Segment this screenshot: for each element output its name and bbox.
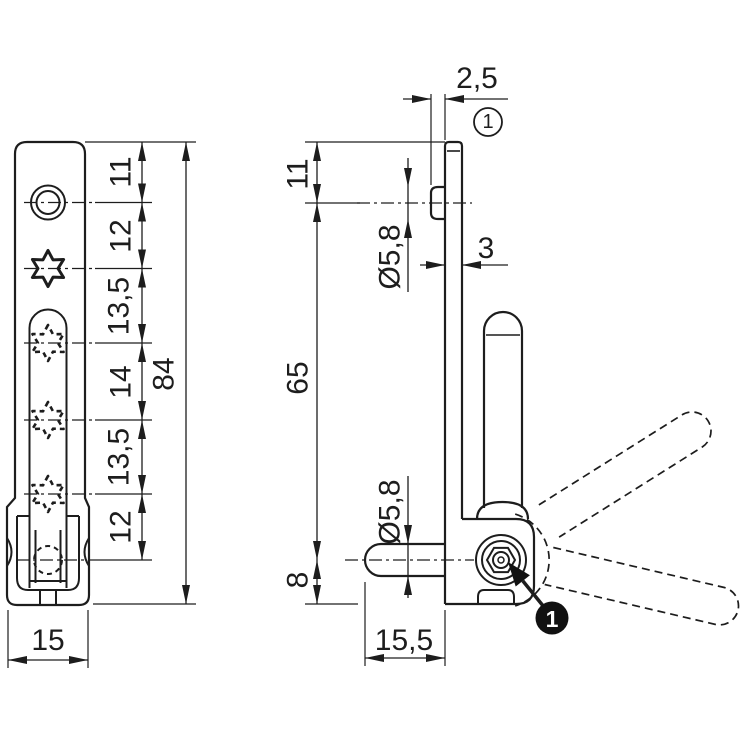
rivet-diameter-label: Ø5,8 xyxy=(374,224,407,289)
side-extension-lines xyxy=(305,94,446,666)
phantom-position-lower xyxy=(544,546,740,626)
detail-circle-label: 1 xyxy=(482,111,493,133)
bracket-body xyxy=(5,140,91,607)
dim-11-label: 11 xyxy=(105,156,138,187)
pivot-hex-nut xyxy=(485,546,517,574)
foot-side-notches xyxy=(6,537,90,567)
phantom-swing-arc xyxy=(514,513,551,607)
pivot-ring-outer xyxy=(475,534,527,586)
bracket-outline xyxy=(5,140,91,607)
pivot-center-dot xyxy=(497,556,505,564)
item-callout: 1 xyxy=(508,562,569,635)
side-view: 1 1 2,5 11 Ø5,8 3 65 Ø5,8 8 15,5 xyxy=(282,62,740,666)
dim-135a-label: 13,5 xyxy=(103,277,136,335)
lever-boss-arc xyxy=(475,500,530,520)
pivot-ring-inner xyxy=(492,551,510,569)
housing-bottom-notch xyxy=(477,589,515,604)
dim-15-5-label: 15,5 xyxy=(375,624,433,657)
front-dimension-arrows xyxy=(8,142,190,664)
callout-arrowhead xyxy=(508,562,530,587)
slot-outline xyxy=(28,308,68,588)
dim-65-label: 65 xyxy=(282,361,315,394)
bracket-holes xyxy=(30,184,66,575)
detail-circle xyxy=(473,107,503,137)
dim-12b-label: 12 xyxy=(105,510,138,543)
dim-11-side-label: 11 xyxy=(282,158,315,189)
plate-outline xyxy=(443,140,464,606)
dim-14-label: 14 xyxy=(105,365,138,398)
callout-arrow-line xyxy=(521,579,546,609)
lever-assembly xyxy=(462,310,536,606)
side-centerlines xyxy=(345,202,474,561)
dim-15-label: 15 xyxy=(31,624,64,657)
item-callout-label: 1 xyxy=(546,606,559,632)
phantom-handle-positions xyxy=(514,411,740,626)
pin-diameter-label: Ø5,8 xyxy=(374,479,407,544)
dim-2-5-label: 2,5 xyxy=(456,62,498,95)
callout-circle xyxy=(535,601,569,635)
phantom-position-upper xyxy=(538,411,712,538)
front-view: 11 12 13,5 14 13,5 12 84 15 xyxy=(5,140,196,668)
foot-channel xyxy=(16,515,80,604)
detail-reference: 1 xyxy=(473,107,503,137)
foot-hole-hidden xyxy=(33,545,63,575)
front-extension-lines xyxy=(7,141,196,668)
dim-3-label: 3 xyxy=(478,232,495,265)
lever-arm xyxy=(482,310,524,508)
dim-135b-label: 13,5 xyxy=(103,428,136,486)
dim-84-label: 84 xyxy=(148,357,181,390)
front-centerlines xyxy=(16,201,95,561)
dim-8-label: 8 xyxy=(282,572,315,589)
plate-body xyxy=(363,140,464,606)
dim-12a-label: 12 xyxy=(105,219,138,252)
pivot-housing xyxy=(462,517,536,606)
pivot-ring-mid xyxy=(481,540,521,580)
